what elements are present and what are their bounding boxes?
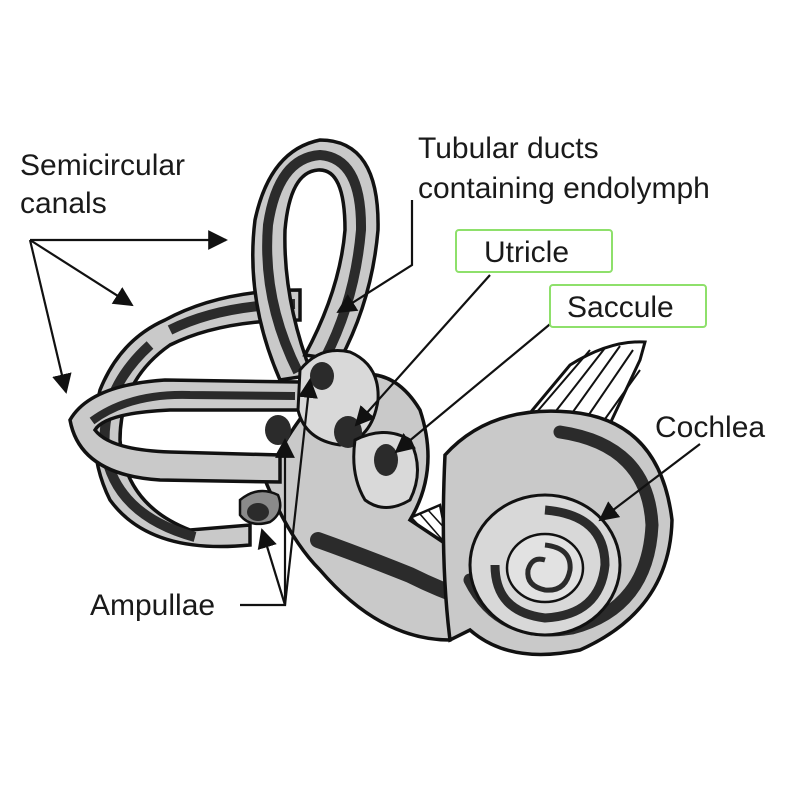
semicircular-canal-anterior bbox=[251, 138, 380, 382]
label-cochlea: Cochlea bbox=[655, 411, 765, 444]
label-semicircular-line2: canals bbox=[20, 187, 107, 220]
label-semicircular-line1: Semicircular bbox=[20, 149, 185, 182]
label-tubular-line2: containing endolymph bbox=[418, 172, 710, 205]
label-utricle: Utricle bbox=[484, 236, 569, 269]
utricle-highlight-box bbox=[455, 229, 613, 273]
label-saccule: Saccule bbox=[567, 291, 674, 324]
cochlea-spiral bbox=[441, 409, 674, 657]
leader-lines bbox=[28, 200, 701, 607]
label-ampullae: Ampullae bbox=[90, 589, 215, 622]
saccule-highlight-box bbox=[549, 284, 707, 328]
semicircular-canal-horizontal bbox=[68, 378, 302, 484]
label-tubular-line1: Tubular ducts bbox=[418, 132, 599, 165]
